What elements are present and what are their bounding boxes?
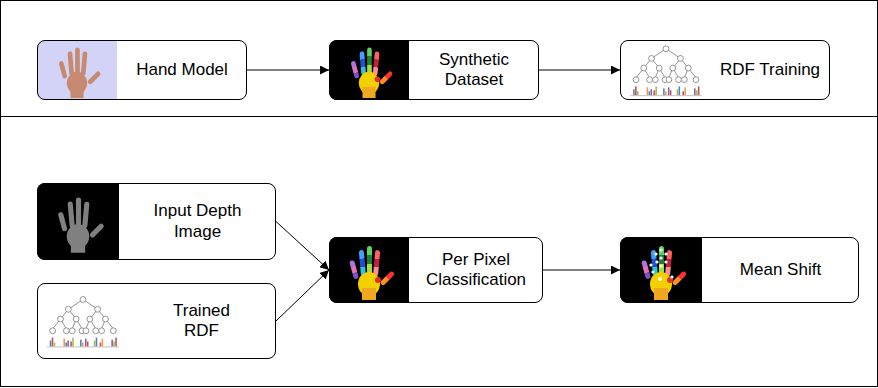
flow-arrow <box>543 270 620 271</box>
node-label: Synthetic Dataset <box>422 50 527 91</box>
forest-icon <box>630 46 702 96</box>
hand-model-icon <box>37 40 117 100</box>
text-area: RDF Training <box>711 41 829 99</box>
text-area: Synthetic Dataset <box>410 41 538 99</box>
text-area: Mean Shift <box>703 238 858 302</box>
text-area: Per Pixel Classification <box>410 238 542 302</box>
testing-panel <box>1 117 878 387</box>
mean-shift-hand-icon <box>620 237 702 303</box>
mean-shift-box: Mean Shift <box>620 237 859 303</box>
text-area: Trained RDF <box>128 284 275 358</box>
forest-icon <box>47 297 119 347</box>
dataset-box: Synthetic Dataset <box>329 40 539 100</box>
synthetic-hand-icon <box>329 40 409 100</box>
flow-arrow <box>539 70 620 71</box>
flow-arrow <box>247 70 329 71</box>
text-area: Input Depth Image <box>120 184 275 259</box>
flow-arrow <box>276 222 329 271</box>
node-label: RDF Training <box>720 60 820 80</box>
depth-image-icon <box>37 183 119 260</box>
node-label: Input Depth Image <box>142 201 254 242</box>
text-area: Hand Model <box>118 41 246 99</box>
model-box: Hand Model <box>37 40 247 100</box>
node-label: Trained RDF <box>162 301 242 342</box>
classified-hand-icon <box>329 237 409 303</box>
forest-box: Trained RDF <box>37 283 276 359</box>
training-panel <box>1 1 878 117</box>
classification-box: Per Pixel Classification <box>329 237 543 303</box>
input-box: Input Depth Image <box>37 183 276 260</box>
training-box: RDF Training <box>620 40 830 100</box>
node-label: Mean Shift <box>740 260 821 280</box>
node-label: Per Pixel Classification <box>417 250 535 291</box>
node-label: Hand Model <box>136 60 228 80</box>
flow-arrow <box>276 270 329 321</box>
